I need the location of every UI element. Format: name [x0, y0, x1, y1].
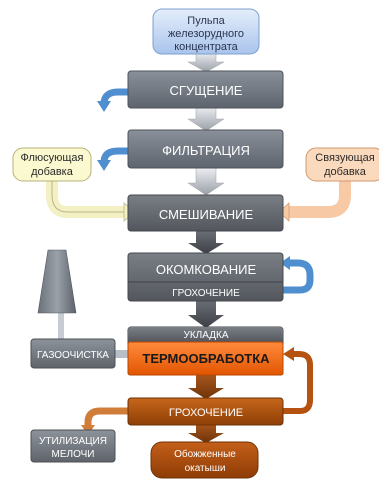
fired-pellets-node: Обожженные окатыши: [150, 441, 259, 479]
screening-1-label: ГРОХОЧЕНИЕ: [172, 288, 240, 299]
fines-label-line1: УТИЛИЗАЦИЯ: [39, 436, 107, 447]
thickening-node: СГУЩЕНИЕ: [127, 70, 284, 109]
thickening-return-arrow: [97, 88, 128, 112]
binder-label-line1: Связующая: [315, 152, 374, 164]
flux-additive-node: Флюсующая добавка: [12, 147, 92, 182]
pulp-node: Пульпа железорудного концентрата: [152, 8, 260, 55]
gas-cleaning-label: ГАЗООЧИСТКА: [37, 350, 109, 361]
thickening-label: СГУЩЕНИЕ: [170, 83, 243, 98]
pelletizing-label: ОКОМКОВАНИЕ: [156, 262, 257, 277]
fines-utilization-node: УТИЛИЗАЦИЯ МЕЛОЧИ: [30, 429, 116, 463]
flux-feed-arrow: [46, 178, 135, 222]
pelletizing-recycle-loop: [280, 256, 314, 294]
filtration-node: ФИЛЬТРАЦИЯ: [127, 129, 284, 169]
chimney-icon: [37, 249, 77, 314]
heat-return-loop: [283, 347, 313, 414]
binder-additive-node: Связующая добавка: [305, 147, 379, 182]
pulp-label-line2: железорудного: [168, 28, 244, 40]
fines-label-line2: МЕЛОЧИ: [52, 449, 95, 460]
binder-label-line2: добавка: [324, 166, 367, 178]
mixing-node: СМЕШИВАНИЕ: [127, 194, 284, 232]
flux-label-line2: добавка: [31, 166, 74, 178]
screening-2-label: ГРОХОЧЕНИЕ: [169, 407, 243, 419]
pelletizing-node: ОКОМКОВАНИЕ ГРОХОЧЕНИЕ: [127, 252, 284, 302]
mixing-label: СМЕШИВАНИЕ: [159, 207, 254, 222]
flux-label-line1: Флюсующая: [20, 152, 83, 164]
binder-feed-arrow: [278, 178, 351, 222]
screening-2-node: ГРОХОЧЕНИЕ: [127, 397, 284, 426]
main-flow-shaft: [187, 51, 225, 443]
laying-label: УКЛАДКА: [183, 330, 228, 341]
heat-treatment-label: ТЕРМООБРАБОТКА: [142, 351, 270, 366]
pulp-label-line1: Пульпа: [187, 15, 225, 27]
pulp-label-line3: концентрата: [174, 41, 238, 53]
pellets-label-line1: Обожженные: [174, 448, 236, 460]
filtration-return-arrow: [97, 147, 128, 171]
filtration-label: ФИЛЬТРАЦИЯ: [162, 143, 250, 158]
gas-cleaning-node: ГАЗООЧИСТКА: [30, 338, 116, 369]
heat-to-gas-link: [114, 350, 130, 358]
heat-treatment-bar: [127, 341, 284, 376]
induration-node: УКЛАДКА ТЕРМООБРАБОТКА: [127, 326, 284, 376]
pellets-label-line2: окатыши: [185, 463, 226, 474]
